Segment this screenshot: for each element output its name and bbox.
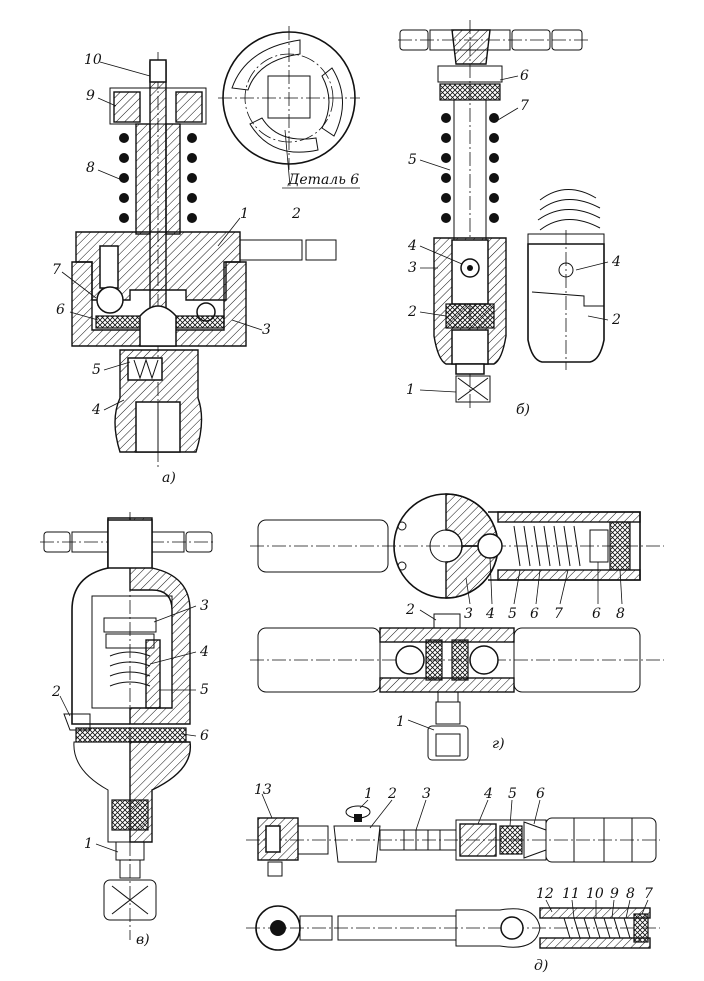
fig-a-label-4: 4 bbox=[91, 402, 101, 418]
fig-d-label-6: 6 bbox=[536, 786, 545, 802]
figure-a-ratchet-wrench: Деталь 6 10 9 8 1 2 7 6 3 5 4 а) bbox=[52, 26, 360, 486]
fig-d-label-13: 13 bbox=[254, 782, 272, 798]
fig-g-caption: г) bbox=[492, 736, 505, 752]
fig-a-label-3: 3 bbox=[262, 322, 271, 338]
fig-d-label-12: 12 bbox=[536, 886, 554, 902]
fig-g-label-5: 5 bbox=[508, 606, 517, 622]
fig-b-side-label-2: 2 bbox=[611, 312, 621, 328]
figure-b-spring-wrench: 6 7 5 4 3 2 1 4 2 б) bbox=[398, 20, 621, 418]
fig-d-caption: д) bbox=[534, 958, 548, 974]
spring-coils-g bbox=[513, 525, 581, 567]
fig-a-label-6: 6 bbox=[56, 302, 65, 318]
detail-6-inset: Деталь 6 bbox=[218, 26, 360, 189]
detail-6-label: Деталь 6 bbox=[287, 172, 359, 188]
fig-g-label-6b: 6 bbox=[592, 606, 601, 622]
fig-a-label-9: 9 bbox=[86, 88, 95, 104]
fig-b-caption: б) bbox=[516, 402, 530, 418]
fig-b-label-2: 2 bbox=[407, 304, 417, 320]
fig-g-label-7: 7 bbox=[554, 606, 563, 622]
fig-a-label-8: 8 bbox=[86, 160, 95, 176]
fig-b-side-label-4: 4 bbox=[611, 254, 621, 270]
fig-v-label-4: 4 bbox=[199, 644, 209, 660]
fig-g-label-1: 1 bbox=[396, 714, 405, 730]
spring-coils-d bbox=[563, 917, 631, 939]
fig-g-label-8: 8 bbox=[616, 606, 625, 622]
fig-b-label-1: 1 bbox=[406, 382, 415, 398]
fig-d-label-11: 11 bbox=[562, 886, 580, 902]
fig-g-label-2: 2 bbox=[405, 602, 415, 618]
figure-v-frame-wrench: 3 4 5 2 6 1 в) bbox=[40, 512, 214, 948]
spring-coils-b bbox=[441, 113, 499, 223]
fig-d-label-10: 10 bbox=[586, 886, 604, 902]
fig-v-label-6: 6 bbox=[200, 728, 209, 744]
fig-b-label-7: 7 bbox=[520, 98, 529, 114]
fig-d-label-8: 8 bbox=[626, 886, 635, 902]
fig-d-label-1: 1 bbox=[364, 786, 373, 802]
fig-v-label-3: 3 bbox=[200, 598, 209, 614]
fig-d-label-4: 4 bbox=[483, 786, 493, 802]
figure-d-torque-wrench: 13 1 2 3 4 5 6 12 11 10 9 8 7 д) bbox=[246, 782, 660, 974]
fig-b-label-5: 5 bbox=[408, 152, 417, 168]
fig-d-label-5: 5 bbox=[508, 786, 517, 802]
fig-d-label-7: 7 bbox=[644, 886, 653, 902]
fig-b-label-4: 4 bbox=[407, 238, 417, 254]
fig-g-label-3: 3 bbox=[464, 606, 473, 622]
fig-d-label-3: 3 bbox=[422, 786, 431, 802]
fig-d-label-9: 9 bbox=[610, 886, 619, 902]
fig-b-label-3: 3 bbox=[408, 260, 417, 276]
fig-a-label-10: 10 bbox=[84, 52, 102, 68]
figure-b-side-detail bbox=[527, 189, 605, 370]
fig-g-label-6: 6 bbox=[530, 606, 539, 622]
fig-a-label-7: 7 bbox=[52, 262, 61, 278]
fig-a-label-2: 2 bbox=[291, 206, 301, 222]
fig-d-label-2: 2 bbox=[387, 786, 397, 802]
fig-a-caption: а) bbox=[162, 470, 176, 486]
spring-coils-a bbox=[119, 133, 197, 223]
fig-v-label-5: 5 bbox=[200, 682, 209, 698]
fig-v-caption: в) bbox=[136, 932, 150, 948]
fig-v-label-1: 1 bbox=[84, 836, 93, 852]
fig-a-label-1: 1 bbox=[240, 206, 249, 222]
fig-a-label-5: 5 bbox=[92, 362, 101, 378]
fig-g-label-4: 4 bbox=[485, 606, 495, 622]
fig-b-label-6: 6 bbox=[520, 68, 529, 84]
fig-v-label-2: 2 bbox=[51, 684, 61, 700]
figure-g-ratchet-handle: 3 4 5 6 7 6 8 2 1 г) bbox=[250, 493, 664, 761]
